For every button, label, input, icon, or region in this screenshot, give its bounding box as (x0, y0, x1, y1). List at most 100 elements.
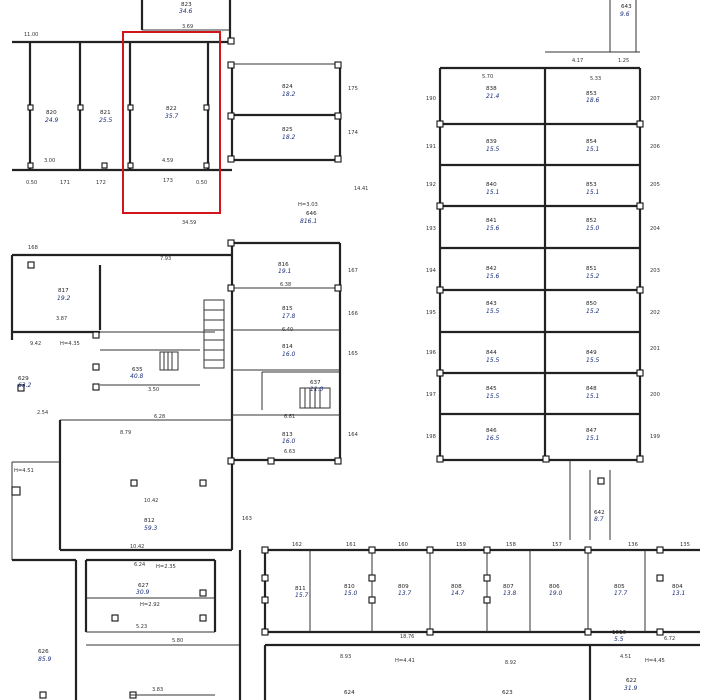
dim-1042: 10.42 (144, 498, 158, 504)
dim-300: 3.00 (44, 158, 55, 164)
room-627-area: 30.9 (136, 589, 150, 596)
room-635-area: 40.8 (130, 373, 144, 380)
room-810-number: 810 (344, 584, 355, 590)
axis-159: 159 (456, 542, 466, 548)
axis-205: 205 (650, 182, 660, 188)
room-812-number: 812 (144, 518, 155, 524)
room-809-area: 13.7 (398, 590, 412, 597)
dim-1441: 14.41 (354, 186, 368, 192)
room-805-number: 805 (614, 584, 625, 590)
room-810-area: 15.0 (344, 590, 358, 597)
dim-661: 6.61 (284, 414, 295, 420)
room-1016-number: 1016 (612, 630, 627, 636)
room-637-area: 11.0 (310, 386, 324, 393)
mark-h303: H=3.03 (298, 202, 318, 208)
dim-050-b: 0.50 (196, 180, 207, 186)
room-840-area: 15.1 (486, 189, 499, 196)
room-808-number: 808 (451, 584, 462, 590)
dim-793: 7.93 (160, 256, 171, 262)
dim-663: 6.63 (284, 449, 295, 455)
axis-165: 165 (348, 351, 358, 357)
mark-h292: H=2.92 (140, 602, 160, 608)
room-811-number: 811 (295, 586, 306, 592)
room-853a-area: 18.6 (586, 97, 600, 104)
room-853b-number: 853 (586, 182, 597, 188)
room-847-area: 15.1 (586, 435, 599, 442)
room-844-number: 844 (486, 350, 497, 356)
east-block: 5.70 4.17 1.25 5.33 838 21.4 190 839 15.… (426, 51, 661, 540)
room-815-area: 17.8 (282, 313, 296, 320)
dim-533: 5.33 (590, 76, 601, 82)
east-right-column: 853 18.6 207 854 15.1 206 853 15.1 205 8… (586, 91, 661, 442)
axis-164: 164 (348, 432, 359, 438)
room-623-number: 623 (502, 690, 513, 696)
room-852-number: 852 (586, 218, 597, 224)
room-841-area: 15.6 (486, 225, 500, 232)
axis-172: 172 (96, 180, 106, 186)
room-816-area: 19.1 (278, 268, 291, 275)
room-626-number: 626 (38, 649, 49, 655)
room-635-number: 635 (132, 367, 143, 373)
room-637-number: 637 (310, 380, 321, 386)
room-646-area: 816.1 (300, 218, 317, 225)
dim-050-a: 0.50 (26, 180, 37, 186)
room-629-number: 629 (18, 376, 29, 382)
room-821-area: 25.5 (99, 117, 113, 124)
mark-h445: H=4.45 (645, 658, 665, 664)
mark-h451: H=4.51 (14, 468, 34, 474)
dim-893: 8.93 (340, 654, 351, 660)
axis-196: 196 (426, 350, 436, 356)
room-1016-area: 5.5 (614, 636, 624, 643)
axis-207: 207 (650, 96, 660, 102)
room-806-number: 806 (549, 584, 560, 590)
dim-879: 8.79 (120, 430, 131, 436)
axis-167: 167 (348, 268, 358, 274)
axis-206: 206 (650, 144, 660, 150)
room-844-area: 15.5 (486, 357, 500, 364)
room-823-number: 823 (181, 2, 192, 8)
room-622-area: 31.9 (624, 685, 638, 692)
dim-417: 4.17 (572, 58, 583, 64)
axis-157: 157 (552, 542, 562, 548)
room-809-number: 809 (398, 584, 409, 590)
dim-125: 1.25 (618, 58, 629, 64)
room-854-area: 15.1 (586, 146, 599, 153)
room-626-area: 85.9 (38, 656, 52, 663)
room-838-number: 838 (486, 86, 497, 92)
room-627-number: 627 (138, 583, 149, 589)
room-814-area: 16.0 (282, 351, 296, 358)
room-807-area: 13.8 (503, 590, 517, 597)
room-808-area: 14.7 (451, 590, 465, 597)
room-814-number: 814 (282, 344, 293, 350)
axis-136: 136 (628, 542, 638, 548)
room-642-number: 642 (594, 510, 605, 516)
axis-198: 198 (426, 434, 436, 440)
dim-942: 9.42 (30, 341, 41, 347)
axis-175: 175 (348, 86, 358, 92)
room-848-area: 15.1 (586, 393, 599, 400)
room-842-area: 15.6 (486, 273, 500, 280)
room-824-area: 18.2 (282, 91, 296, 98)
room-817-area: 19.2 (57, 295, 71, 302)
room-642-area: 8.7 (594, 516, 604, 523)
south-block: 162 161 160 159 158 157 136 135 811 15.7… (261, 542, 700, 700)
room-825-area: 18.2 (282, 134, 296, 141)
room-845-area: 15.5 (486, 393, 500, 400)
room-815-number: 815 (282, 306, 293, 312)
room-805-area: 17.7 (614, 590, 628, 597)
axis-174: 174 (348, 130, 359, 136)
axis-190: 190 (426, 96, 436, 102)
room-851-area: 15.2 (586, 273, 600, 280)
room-807-number: 807 (503, 584, 514, 590)
dim-624: 6.24 (134, 562, 145, 568)
highlighted-room-822 (122, 31, 221, 214)
room-848-number: 848 (586, 386, 597, 392)
axis-135: 135 (680, 542, 690, 548)
axis-200: 200 (650, 392, 660, 398)
room-804-area: 13.1 (672, 590, 685, 597)
stair-icon (159, 299, 331, 409)
room-853b-area: 15.1 (586, 189, 599, 196)
room-825-number: 825 (282, 127, 293, 133)
dim-1876: 18.76 (400, 634, 414, 640)
axis-173: 173 (163, 178, 173, 184)
